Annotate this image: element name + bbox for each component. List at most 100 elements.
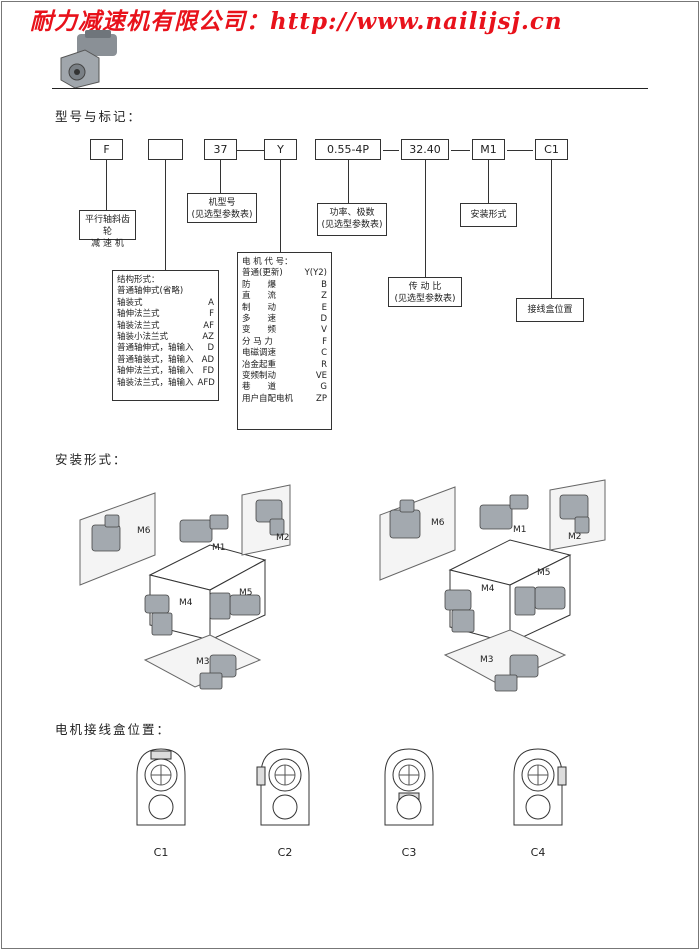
- motor-row-name: 制 动: [242, 302, 277, 313]
- terminal-label-c4: C4: [530, 846, 546, 859]
- note-power: 功率、极数(见选型参数表): [317, 203, 387, 236]
- gear-reducer-thumbnail: [60, 30, 117, 89]
- motor-row-name: 冶金起重: [242, 359, 277, 370]
- structure-row: 普通轴伸式(省略): [117, 286, 214, 297]
- terminal-section-title: 电机接线盒位置：: [55, 722, 172, 737]
- leader-line: [551, 160, 552, 298]
- structure-row-code: AD: [201, 354, 214, 365]
- motor-row-code: VE: [315, 371, 327, 382]
- motor-row-code: Y(Y2): [304, 268, 327, 279]
- terminal-diagram-c4: [513, 748, 567, 826]
- leader-line: [106, 160, 107, 210]
- motor-row-name: 直 流: [242, 291, 277, 302]
- code-box-mounting: M1: [472, 139, 505, 160]
- motor-row-code: V: [321, 325, 327, 336]
- structure-row-name: 轴伸法兰式，轴输入: [117, 366, 194, 377]
- mounting-diagram-left: [79, 484, 291, 690]
- mount-label-m2: M2: [276, 533, 290, 543]
- leader-line: [220, 160, 221, 193]
- leader-line: [425, 160, 426, 277]
- structure-list-title: 结构形式：: [117, 275, 160, 285]
- motor-row-name: 电磁调速: [242, 348, 277, 359]
- mounting-section-title: 安装形式：: [55, 452, 128, 467]
- mount-label-m5: M5: [239, 588, 253, 598]
- terminal-label-c3: C3: [401, 846, 417, 859]
- motor-row-code: ZP: [316, 393, 327, 404]
- terminal-label-c1: C1: [153, 846, 169, 859]
- motor-row-code: Z: [321, 291, 327, 302]
- structure-row-code: D: [207, 343, 214, 354]
- motor-row-code: C: [321, 348, 327, 359]
- model-section-title: 型号与标记：: [55, 109, 143, 124]
- motor-row-code: D: [320, 314, 327, 325]
- leader-line: [280, 160, 281, 252]
- dash: [237, 150, 264, 151]
- terminal-diagram-c2: [256, 748, 310, 826]
- mount-label-m4: M4: [481, 584, 495, 594]
- motor-row-name: 用户自配电机: [242, 393, 294, 404]
- mount-label-m4: M4: [179, 598, 193, 608]
- structure-row-name: 轴装小法兰式: [117, 332, 169, 343]
- leader-line: [348, 160, 349, 203]
- note-mounting: 安装形式: [460, 203, 517, 227]
- dash: [383, 150, 399, 151]
- motor-row-name: 分 马 力: [242, 336, 273, 347]
- motor-row-name: 巷 道: [242, 382, 277, 393]
- motor-row-name: 防 爆: [242, 279, 277, 290]
- terminal-label-c2: C2: [277, 846, 293, 859]
- motor-row-name: 多 速: [242, 314, 277, 325]
- motor-row: 普通(更新) Y(Y2): [242, 268, 327, 279]
- structure-row-name: 普通轴伸式，轴输入: [117, 343, 194, 354]
- structure-row-name: 轴伸法兰式: [117, 309, 160, 320]
- structure-row-name: 轴装法兰式，轴输入: [117, 377, 194, 388]
- structure-row-name: 普通轴装式，轴输入: [117, 354, 194, 365]
- mount-label-m6: M6: [137, 526, 151, 536]
- code-box-f: F: [90, 139, 123, 160]
- motor-list-title: 电 机 代 号：: [242, 257, 293, 267]
- company-banner: 耐力减速机有限公司：http://www.nailijsj.cn: [30, 8, 563, 35]
- dash: [507, 150, 533, 151]
- dash: [451, 150, 470, 151]
- note-ratio: 传 动 比(见选型参数表): [388, 277, 462, 307]
- note-terminal: 接线盒位置: [516, 298, 584, 322]
- structure-row-name: 轴装式: [117, 297, 143, 308]
- terminal-diagram-c1: [136, 748, 186, 826]
- mount-label-m1: M1: [513, 525, 527, 535]
- motor-row: 用户自配电机 ZP: [242, 394, 327, 405]
- structure-row-code: AZ: [202, 332, 214, 343]
- note-frame-size: 机型号(见选型参数表): [187, 193, 257, 223]
- mount-label-m3: M3: [480, 655, 494, 665]
- structure-row-name: 轴装法兰式: [117, 320, 160, 331]
- mount-label-m2: M2: [568, 532, 582, 542]
- structure-row-code: AF: [203, 320, 214, 331]
- structure-row-code: F: [209, 309, 214, 320]
- motor-row-code: E: [321, 302, 327, 313]
- structure-row: 普通轴伸式，轴输入 D: [117, 343, 214, 354]
- code-box-power: 0.55-4P: [315, 139, 381, 160]
- code-box-ratio: 32.40: [401, 139, 449, 160]
- mounting-diagram-right: [379, 479, 606, 692]
- leader-line: [488, 160, 489, 203]
- motor-row-code: G: [320, 382, 327, 393]
- mount-label-m1: M1: [212, 543, 226, 553]
- mount-label-m6: M6: [431, 518, 445, 528]
- motor-row-name: 普通(更新): [242, 268, 283, 279]
- header-rule: [52, 88, 648, 89]
- structure-row: 普通轴装式，轴输入 AD: [117, 355, 214, 366]
- terminal-diagram-c3: [384, 748, 434, 826]
